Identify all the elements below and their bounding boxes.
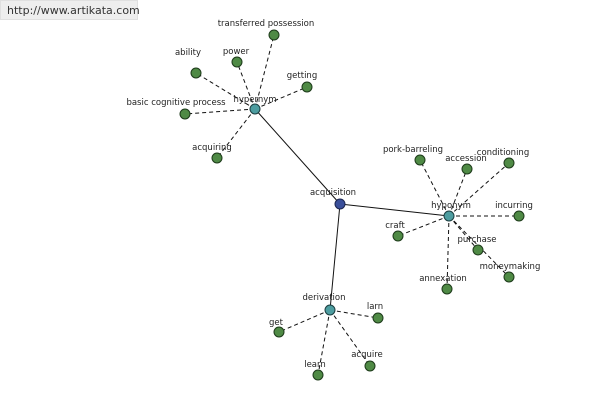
label-accession: accession [445,154,487,164]
label-derivation: derivation [302,293,345,303]
edge-hypernym-getting [254,86,308,110]
node-ability[interactable] [190,67,202,79]
node-pork-barreling[interactable] [414,154,426,166]
label-pork-barreling: pork-barreling [383,145,443,155]
edge-hyponym-pork-barreling [419,159,450,217]
label-conditioning: conditioning [477,148,529,158]
edge-center-hyponym [339,203,450,217]
edge-hypernym-transferred-possession [254,34,275,110]
edge-derivation-get [278,309,331,333]
node-incurring[interactable] [513,210,525,222]
edge-hypernym-basic-cognitive-process [184,108,256,115]
leaf-nodes [179,29,525,381]
node-learn[interactable] [312,369,324,381]
label-larn: larn [367,302,383,312]
label-annexation: annexation [419,274,467,284]
label-power: power [223,47,250,57]
node-hyponym[interactable] [443,210,455,222]
node-accession[interactable] [461,163,473,175]
node-acquisition[interactable] [334,198,346,210]
node-get[interactable] [273,326,285,338]
node-acquire[interactable] [364,360,376,372]
edge-center-derivation [329,203,341,311]
node-getting[interactable] [301,81,313,93]
node-annexation[interactable] [441,283,453,295]
label-acquisition: acquisition [310,188,356,198]
node-moneymaking[interactable] [503,271,515,283]
edge-hyponym-conditioning [448,162,510,217]
label-craft: craft [385,221,405,231]
label-moneymaking: moneymaking [480,262,541,272]
label-ability: ability [175,48,201,58]
node-conditioning[interactable] [503,157,515,169]
label-get: get [269,318,284,328]
label-basic-cognitive-process: basic cognitive process [126,98,226,108]
edge-hypernym-ability [195,72,256,110]
label-purchase: purchase [457,235,496,245]
edge-hyponym-accession [448,168,468,217]
label-getting: getting [287,71,317,81]
node-power[interactable] [231,56,243,68]
node-hypernym[interactable] [249,103,261,115]
edge-hyponym-annexation [446,215,450,290]
edge-hypernym-acquiring [216,108,256,159]
edge-hyponym-craft [397,215,450,237]
label-transferred-possession: transferred possession [218,19,315,29]
node-basic-cognitive-process[interactable] [179,108,191,120]
label-hyponym: hyponym [431,201,471,211]
node-craft[interactable] [392,230,404,242]
label-acquiring: acquiring [192,143,232,153]
node-derivation[interactable] [324,304,336,316]
label-acquire: acquire [351,350,383,360]
edge-derivation-acquire [329,309,371,367]
edge-center-hypernym [254,108,341,205]
label-learn: learn [304,360,326,370]
edge-derivation-larn [329,309,379,319]
label-hypernym: hypernym [233,95,276,105]
artikata-url-watermark: http://www.artikata.com [0,0,140,20]
label-incurring: incurring [495,201,533,211]
edge-hyponym-purchase [448,215,479,251]
node-purchase[interactable] [472,244,484,256]
node-transferred-possession[interactable] [268,29,280,41]
node-acquiring[interactable] [211,152,223,164]
edge-hypernym-power [236,61,256,110]
node-larn[interactable] [372,312,384,324]
